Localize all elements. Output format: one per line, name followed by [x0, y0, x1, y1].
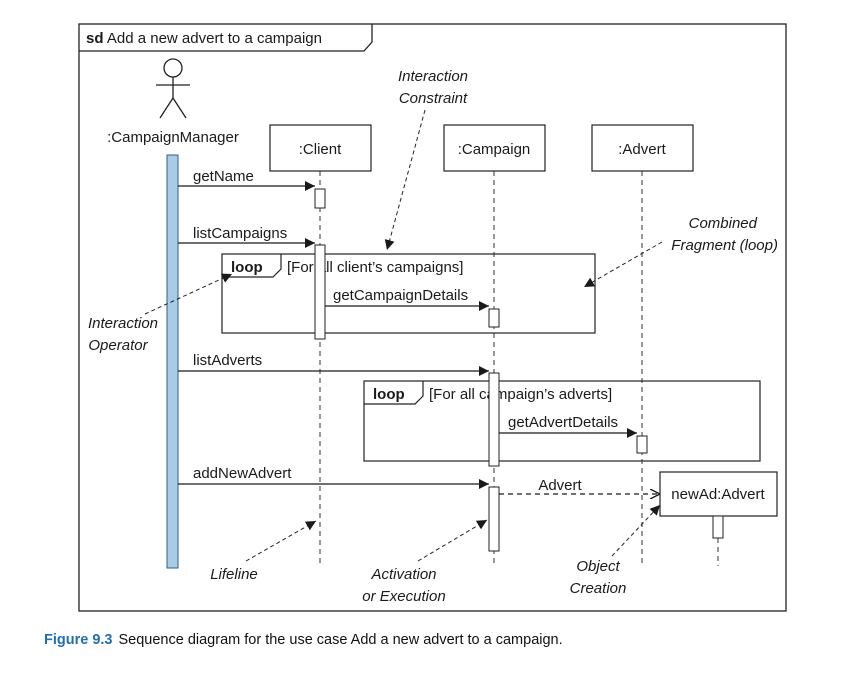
message-getadvertdetails-label: getAdvertDetails — [508, 414, 618, 431]
frame-title-tab — [79, 24, 373, 52]
annotation-object-creation-line1: Object — [576, 558, 620, 575]
client-activation-getname — [314, 188, 326, 209]
figure-caption-text: Sequence diagram for the use case Add a … — [118, 632, 563, 648]
lifeline-client-box — [269, 124, 372, 172]
actor-icon — [156, 58, 190, 119]
loop-operator-campaigns: loop — [231, 259, 263, 276]
campaign-activation-addnewadvert — [488, 486, 500, 552]
lifeline-client-label: :Client — [299, 141, 342, 158]
annotation-combined-fragment-line2: Fragment (loop) — [671, 237, 778, 254]
figure-caption: Figure 9.3 Sequence diagram for the use c… — [44, 632, 563, 648]
advert-activation-details — [636, 435, 648, 454]
annotation-interaction-constraint-line1: Interaction — [398, 68, 468, 85]
message-getname-label: getName — [193, 168, 254, 185]
leader-interaction-operator — [144, 273, 233, 315]
annotation-object-creation-line2: Creation — [570, 580, 627, 597]
annotation-interaction-constraint-line2: Constraint — [399, 90, 468, 107]
campaign-activation-details — [488, 308, 500, 328]
actor-label: :CampaignManager — [107, 129, 239, 146]
new-object-activation — [712, 515, 724, 539]
lifeline-advert-label: :Advert — [618, 141, 666, 158]
loop-fragment-adverts-tab — [364, 381, 424, 405]
new-object-label: newAd:Advert — [671, 486, 765, 503]
message-addnewadvert-label: addNewAdvert — [193, 465, 292, 482]
loop-operator-adverts: loop — [373, 386, 405, 403]
loop-fragment-campaigns — [221, 253, 596, 334]
lifeline-campaign-box — [443, 124, 546, 172]
frame-title: sd Add a new advert to a campaign — [86, 30, 322, 47]
diagram-frame — [78, 23, 787, 612]
leader-activation — [417, 519, 488, 562]
loop-guard-campaigns: [For all client’s campaigns] — [287, 259, 463, 276]
lifeline-campaign-label: :Campaign — [458, 141, 531, 158]
campaign-activation-listadverts — [488, 372, 500, 467]
actor-activation-bar — [166, 154, 179, 569]
annotation-combined-fragment-line1: Combined — [689, 215, 758, 232]
figure-number: Figure 9.3 — [44, 632, 113, 648]
client-activation-listcampaigns — [314, 244, 326, 340]
loop-fragment-campaigns-tab — [222, 254, 282, 278]
annotation-interaction-operator-line1: Interaction — [88, 315, 158, 332]
annotation-lifeline: Lifeline — [210, 566, 258, 583]
annotation-interaction-operator-line2: Operator — [88, 337, 148, 354]
new-object-box — [659, 471, 778, 517]
message-listadverts-label: listAdverts — [193, 352, 262, 369]
leader-interaction-constraint — [384, 109, 426, 251]
annotation-activation-line2: or Execution — [362, 588, 445, 605]
leader-object-creation — [611, 504, 661, 557]
message-getcampaigndetails-label: getCampaignDetails — [333, 287, 468, 304]
loop-fragment-adverts — [363, 380, 761, 462]
lifeline-advert-box — [591, 124, 694, 172]
loop-guard-adverts: [For all campaign’s adverts] — [429, 386, 612, 403]
message-create-advert-label: Advert — [538, 477, 582, 494]
annotation-activation-line1: Activation — [370, 566, 436, 583]
message-listcampaigns-label: listCampaigns — [193, 225, 287, 242]
leader-combined-fragment — [583, 241, 663, 288]
leader-lifeline — [245, 520, 317, 562]
